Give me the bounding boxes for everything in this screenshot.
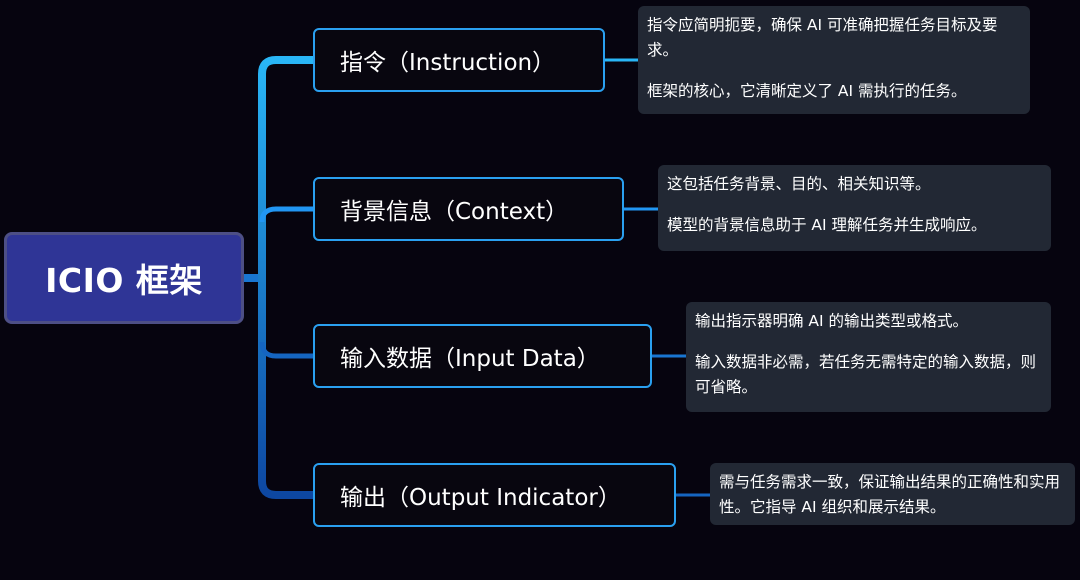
note-context: 这包括任务背景、目的、相关知识等。 模型的背景信息助于 AI 理解任务并生成响应… xyxy=(658,165,1051,251)
note-input-data: 输出指示器明确 AI 的输出类型或格式。 输入数据非必需，若任务无需特定的输入数… xyxy=(686,302,1051,412)
branch-label: 输入数据（Input Data） xyxy=(340,346,600,372)
branch-label: 背景信息（Context） xyxy=(340,199,569,225)
note-text: 指令应简明扼要，确保 AI 可准确把握任务目标及要求。 xyxy=(647,16,998,59)
note-text: 需与任务需求一致，保证输出结果的正确性和实用性。它指导 AI 组织和展示结果。 xyxy=(719,473,1061,516)
root-label: ICIO 框架 xyxy=(45,261,203,300)
branch-label: 输出（Output Indicator） xyxy=(340,485,621,511)
branch-connector-context xyxy=(259,206,314,223)
note-text: 输出指示器明确 AI 的输出类型或格式。 xyxy=(695,312,969,330)
note-text: 模型的背景信息助于 AI 理解任务并生成响应。 xyxy=(667,216,987,234)
branch-node-input-data: 输入数据（Input Data） xyxy=(313,324,652,388)
root-node: ICIO 框架 xyxy=(4,232,244,324)
branch-node-output: 输出（Output Indicator） xyxy=(313,463,676,527)
branch-connector-input xyxy=(259,341,314,359)
note-text: 输入数据非必需，若任务无需特定的输入数据，则可省略。 xyxy=(695,353,1037,396)
trunk-connector xyxy=(258,56,314,499)
note-text: 框架的核心，它清晰定义了 AI 需执行的任务。 xyxy=(647,82,967,100)
branch-node-context: 背景信息（Context） xyxy=(313,177,624,241)
note-output: 需与任务需求一致，保证输出结果的正确性和实用性。它指导 AI 组织和展示结果。 xyxy=(710,463,1075,525)
branch-node-instruction: 指令（Instruction） xyxy=(313,28,605,92)
note-text: 这包括任务背景、目的、相关知识等。 xyxy=(667,175,931,193)
branch-label: 指令（Instruction） xyxy=(340,50,556,76)
note-instruction: 指令应简明扼要，确保 AI 可准确把握任务目标及要求。 框架的核心，它清晰定义了… xyxy=(638,6,1030,114)
